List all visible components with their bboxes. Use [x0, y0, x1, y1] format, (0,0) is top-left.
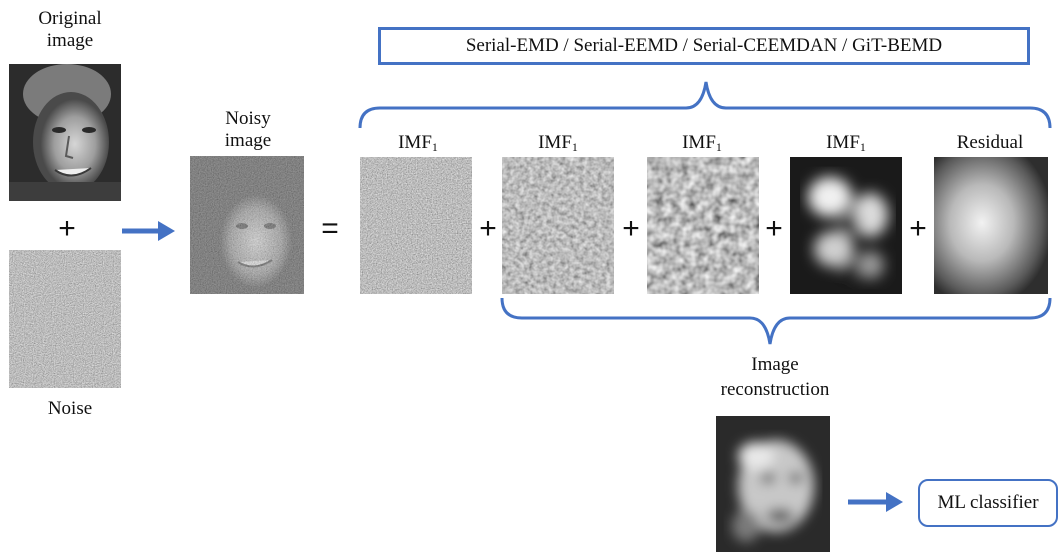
imf-label-1: IMF1: [398, 132, 438, 154]
plus-sign: +: [58, 212, 76, 245]
residual-label: Residual: [956, 132, 1024, 153]
noise-label: Noise: [47, 398, 93, 419]
image-reconstruction-label: Image reconstruction: [720, 354, 830, 400]
original-image-label: Original image: [38, 8, 102, 51]
reconstructed-face-image: [716, 416, 830, 552]
ml-classifier-box: ML classifier: [918, 479, 1058, 527]
decomposition-methods-box: Serial-EMD / Serial-EEMD / Serial-CEEMDA…: [378, 27, 1030, 65]
noise-image: [9, 250, 121, 388]
top-brace: [358, 81, 1052, 129]
imf-image-4: [790, 157, 902, 294]
plus-sign: +: [765, 212, 783, 245]
equals-sign: =: [321, 212, 339, 245]
plus-sign: +: [622, 212, 640, 245]
residual-image: [934, 157, 1048, 294]
imf-image-1: [360, 157, 472, 294]
arrow-to-noisy-image: [122, 221, 175, 241]
arrow-to-ml-classifier: [848, 492, 903, 512]
imf-label-4: IMF1: [826, 132, 866, 154]
original-face-image: [9, 64, 121, 201]
bottom-brace: [500, 297, 1052, 345]
noisy-face-image: [190, 156, 304, 294]
plus-sign: +: [909, 212, 927, 245]
imf-label-3: IMF1: [682, 132, 722, 154]
imf-image-3: [647, 157, 759, 294]
imf-label-2: IMF1: [538, 132, 578, 154]
plus-sign: +: [479, 212, 497, 245]
imf-image-2: [502, 157, 614, 294]
noisy-image-label: Noisy image: [224, 108, 272, 151]
